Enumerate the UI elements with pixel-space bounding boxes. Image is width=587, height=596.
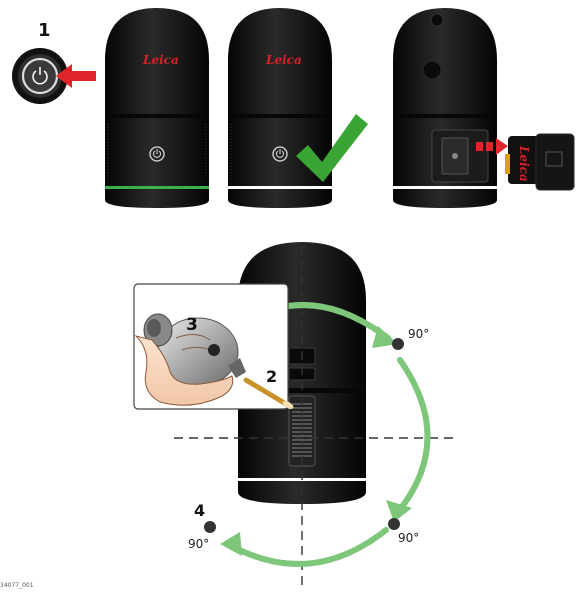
- power-icon: [276, 149, 284, 158]
- step-3-label: 3: [186, 315, 198, 335]
- scanner-ready: Leica: [228, 8, 332, 208]
- leica-logo: Leica: [265, 53, 302, 67]
- step-4-label: 4: [194, 501, 205, 520]
- press-arrow-icon: [56, 64, 96, 88]
- leica-logo: Leica: [517, 145, 531, 182]
- scanner-rear-battery: [393, 8, 497, 208]
- step-2-label: 2: [266, 367, 277, 386]
- status-ring-white: [228, 186, 332, 189]
- power-icon: [153, 149, 161, 158]
- battery-pack-icon: Leica: [505, 133, 575, 191]
- blower-inset: 3: [133, 283, 289, 410]
- figure-id: 34077_001: [0, 582, 34, 589]
- angle-label-top-right: 90°: [408, 327, 429, 341]
- power-icon: [32, 67, 48, 85]
- status-ring-white: [393, 186, 497, 189]
- checkmark-icon: [296, 114, 368, 182]
- leica-logo: Leica: [142, 53, 179, 67]
- angle-label-bottom-right: 90°: [398, 531, 419, 545]
- rotation-point-bottom-left: [204, 521, 216, 533]
- rotation-point-top-right: [392, 338, 404, 350]
- hand-icon: [134, 334, 234, 406]
- step-1-label: 1: [38, 20, 51, 41]
- rotation-point-bottom-right: [388, 518, 400, 530]
- rotation-arrowheads-icon: [220, 326, 412, 556]
- blower-bulb-icon: [143, 313, 246, 387]
- scanner-powering-on: Leica: [105, 8, 209, 208]
- power-button-closeup: [12, 48, 68, 104]
- blower-point-marker: [208, 344, 220, 356]
- battery-insert-arrow-icon: [476, 138, 508, 155]
- status-ring-green: [105, 186, 209, 189]
- swab-tool-icon: [243, 377, 294, 409]
- angle-label-bottom-left: 90°: [188, 537, 209, 551]
